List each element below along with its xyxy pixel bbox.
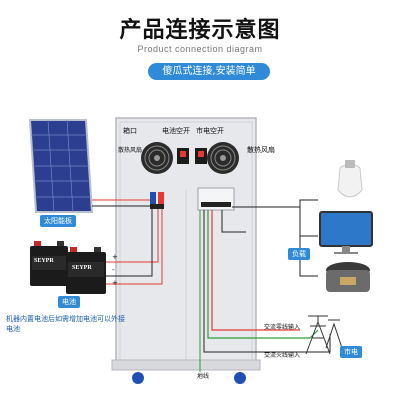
load-tag: 负载 <box>288 248 310 260</box>
plus-label-top: + <box>112 253 118 261</box>
battery-breaker-label: 电池空开 <box>162 127 190 135</box>
port-label: 箱口 <box>123 127 137 135</box>
battery-tag: 电池 <box>58 296 80 308</box>
bulb-icon <box>337 160 363 198</box>
feature-pill: 傻瓜式连接,安装简单 <box>148 63 270 80</box>
ground-label: 地线 <box>197 373 210 380</box>
battery-brand-left: SEYPR <box>34 258 54 264</box>
fan-left-icon <box>141 142 173 174</box>
power-tower-icon-2 <box>325 319 343 349</box>
dc-terminals <box>150 192 164 209</box>
fan-left-label: 散热风扇 <box>118 147 143 154</box>
live-input-label: 交流火线输入 <box>264 352 301 359</box>
minus-label: - <box>112 266 115 274</box>
ac-terminal-block <box>197 187 235 211</box>
grid-tag: 市电 <box>340 346 362 358</box>
page-subtitle: Product connection diagram <box>137 44 263 54</box>
battery-left-icon <box>30 241 68 286</box>
solar-panel-icon <box>28 119 94 213</box>
battery-right-icon <box>66 247 106 294</box>
rice-cooker-icon <box>326 262 370 292</box>
plus-label: + <box>112 279 118 287</box>
battery-breaker-icon <box>177 148 189 164</box>
monitor-icon <box>319 211 373 254</box>
fan-right-label: 散热风扇 <box>247 146 275 154</box>
battery-note: 机器内置电池后如需增加电池可以外接电池 <box>6 315 125 333</box>
power-tower-icon <box>305 315 331 355</box>
neutral-input-label: 交流零线输入 <box>264 324 301 331</box>
battery-brand-right: SEYPR <box>72 265 92 271</box>
cabinet <box>111 117 261 384</box>
page-title: 产品连接示意图 <box>119 18 281 43</box>
mains-breaker-label: 市电空开 <box>196 127 224 135</box>
fan-right-icon <box>207 142 239 174</box>
mains-breaker-icon <box>195 148 207 164</box>
solar-panel-tag: 太阳能板 <box>40 215 76 227</box>
